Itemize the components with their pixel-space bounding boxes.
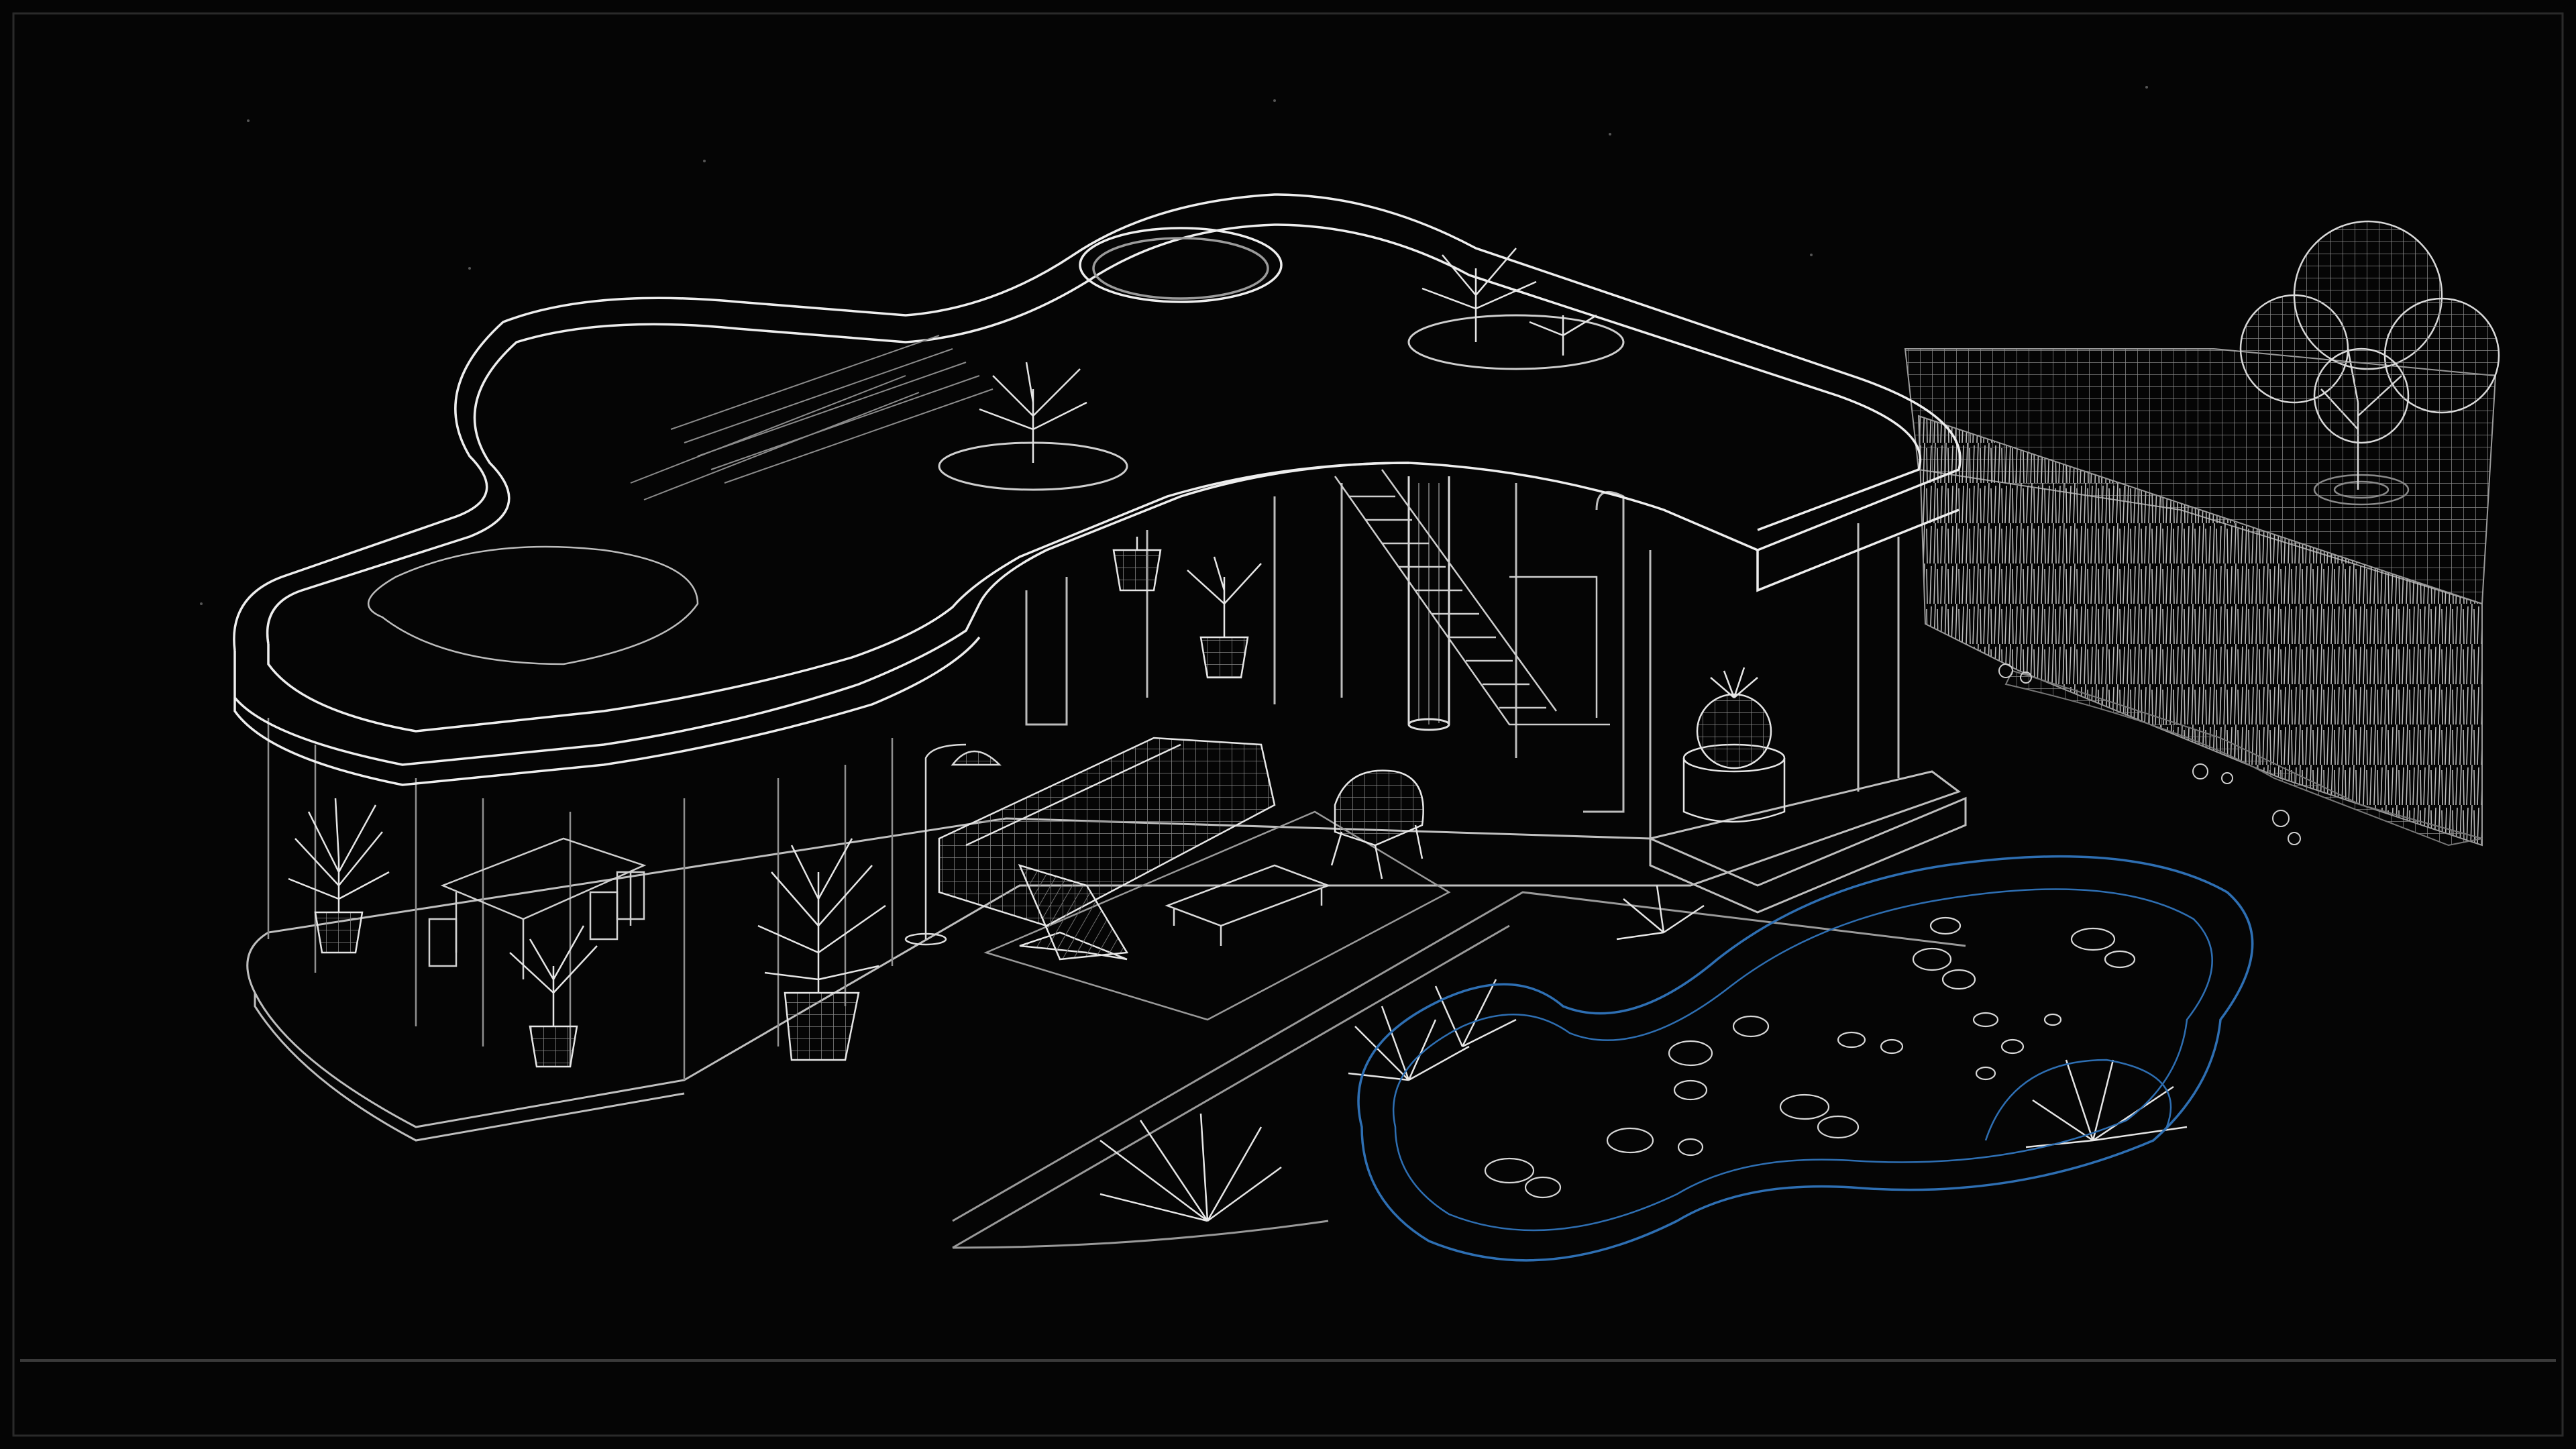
roof-skylight [1079,227,1283,303]
wavy-roof-terrace [233,193,1962,786]
stepping-stones [2004,669,2483,847]
garden-pond [1357,855,2254,1262]
dining-table-icon [428,837,647,979]
lily-pad-icon [1484,916,2136,1199]
floor-rug [983,810,1451,1021]
vase-planter [1682,667,1786,823]
support-column [1407,476,1450,731]
armchair-icon [1330,769,1424,879]
roof-deck-planks [630,335,994,500]
roof-plants [979,248,1597,463]
floor-lamp-icon [904,743,1002,946]
tree-icon [2239,220,2500,506]
house-structure [233,193,1967,1142]
coffee-table-icon [1165,864,1331,946]
ground-plane [952,891,1966,1249]
glass-walls-left [267,718,894,1080]
fern-icon [1099,885,2188,1222]
frame [12,12,2564,1437]
pebbles [1998,663,2301,845]
pavilion-base [1649,796,1967,914]
staircase [1334,469,1610,726]
back-garden [1904,348,2497,847]
sofa-icon [938,737,1276,961]
floor-slab [246,770,1962,1128]
potted-plant-icon [288,537,1262,1068]
